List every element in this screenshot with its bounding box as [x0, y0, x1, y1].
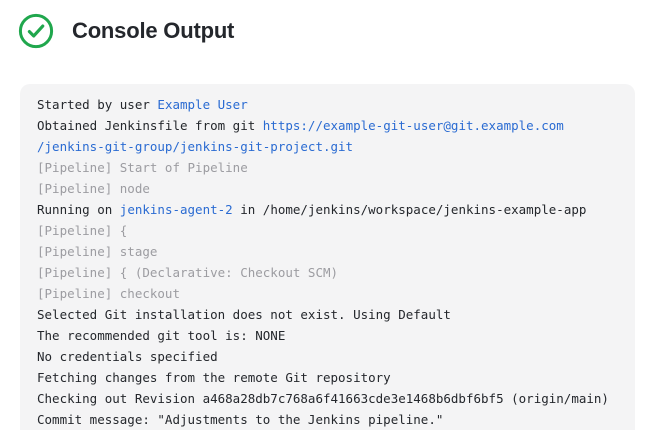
- console-line: Fetching changes from the remote Git rep…: [37, 367, 618, 388]
- console-link[interactable]: Example User: [157, 97, 248, 112]
- console-line: [Pipeline] Start of Pipeline: [37, 157, 618, 178]
- console-text: in /home/jenkins/workspace/jenkins-examp…: [232, 202, 587, 217]
- console-text: [Pipeline] Start of Pipeline: [37, 160, 248, 175]
- console-text: [Pipeline] { (Declarative: Checkout SCM): [37, 265, 339, 280]
- console-text: [Pipeline] stage: [37, 244, 158, 259]
- console-line: Selected Git installation does not exist…: [37, 304, 618, 325]
- console-line: Commit message: "Adjustments to the Jenk…: [37, 409, 618, 430]
- console-line: [Pipeline] {: [37, 220, 618, 241]
- console-line: No credentials specified: [37, 346, 618, 367]
- console-line: [Pipeline] checkout: [37, 283, 618, 304]
- console-text: Started by user: [37, 97, 158, 112]
- page-title: Console Output: [72, 18, 235, 43]
- console-line: /jenkins-git-group/jenkins-git-project.g…: [37, 136, 618, 157]
- console-text: [Pipeline] node: [37, 181, 150, 196]
- console-line: Obtained Jenkinsfile from git https://ex…: [37, 115, 618, 136]
- console-link[interactable]: /jenkins-git-group/jenkins-git-project.g…: [37, 139, 354, 154]
- check-circle-icon: [18, 13, 54, 49]
- console-link[interactable]: jenkins-agent-2: [119, 202, 233, 217]
- console-line: [Pipeline] stage: [37, 241, 618, 262]
- console-link[interactable]: https://example-git-user@git.example.com: [262, 118, 564, 133]
- console-line: Checking out Revision a468a28db7c768a6f4…: [37, 388, 618, 409]
- console-text: No credentials specified: [37, 349, 218, 364]
- console-text: Obtained Jenkinsfile from git: [37, 118, 263, 133]
- page-header: Console Output: [18, 13, 234, 49]
- console-line: Running on jenkins-agent-2 in /home/jenk…: [37, 199, 618, 220]
- console-text: Fetching changes from the remote Git rep…: [37, 370, 391, 385]
- console-text: Running on: [37, 202, 120, 217]
- console-text: [Pipeline] {: [37, 223, 128, 238]
- console-text: Commit message: "Adjustments to the Jenk…: [37, 412, 444, 427]
- console-text: Checking out Revision a468a28db7c768a6f4…: [37, 391, 609, 406]
- console-line: [Pipeline] node: [37, 178, 618, 199]
- console-text: The recommended git tool is: NONE: [37, 328, 286, 343]
- console-line: Started by user Example User: [37, 94, 618, 115]
- console-line: The recommended git tool is: NONE: [37, 325, 618, 346]
- console-text: [Pipeline] checkout: [37, 286, 180, 301]
- console-text: Selected Git installation does not exist…: [37, 307, 451, 322]
- console-line: [Pipeline] { (Declarative: Checkout SCM): [37, 262, 618, 283]
